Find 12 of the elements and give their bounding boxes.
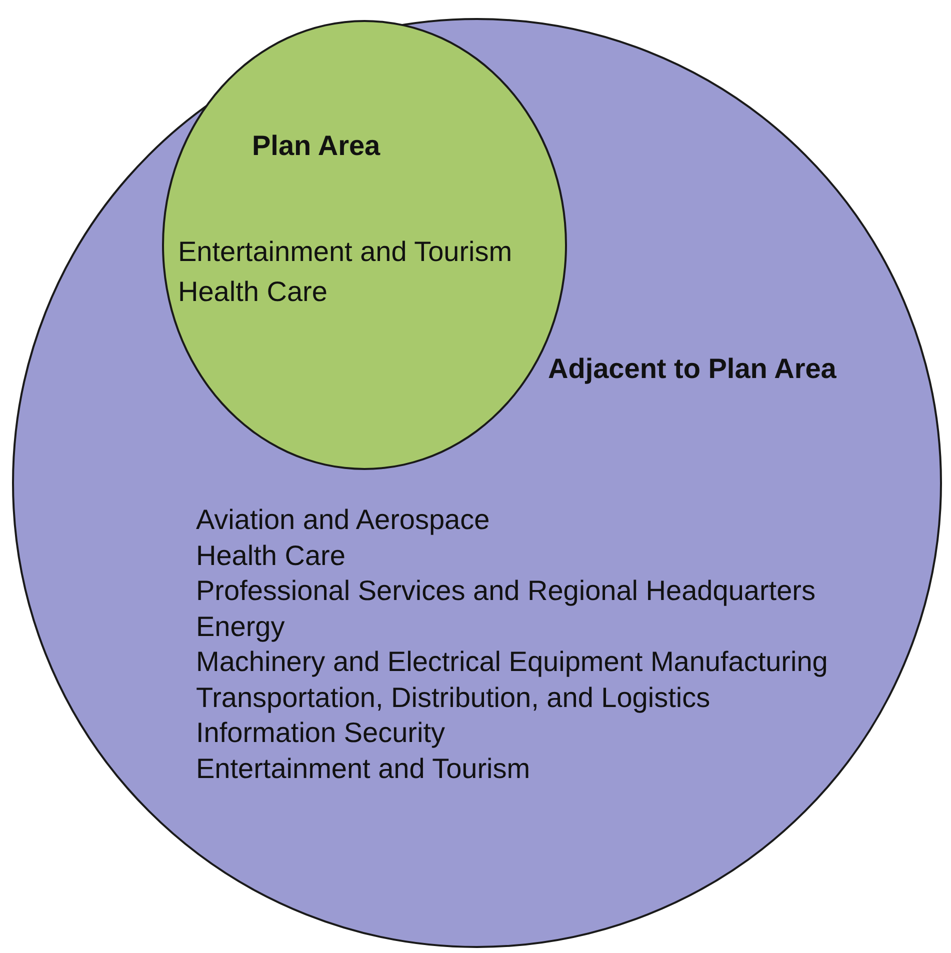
list-item: Information Security <box>196 716 445 750</box>
list-item: Entertainment and Tourism <box>196 752 530 786</box>
region-title: Adjacent to Plan Area <box>548 352 836 386</box>
list-item: Professional Services and Regional Headquarters <box>196 574 816 608</box>
list-item: Transportation, Distribution, and Logistics <box>196 680 710 714</box>
list-item: Aviation and Aerospace <box>196 503 490 537</box>
list-item: Health Care <box>196 538 346 572</box>
list-item: Machinery and Electrical Equipment Manufacturing <box>196 645 828 679</box>
region-title: Plan Area <box>252 129 380 163</box>
list-item: Energy <box>196 610 285 644</box>
list-item: Health Care <box>178 275 328 309</box>
list-item: Entertainment and Tourism <box>178 235 512 269</box>
